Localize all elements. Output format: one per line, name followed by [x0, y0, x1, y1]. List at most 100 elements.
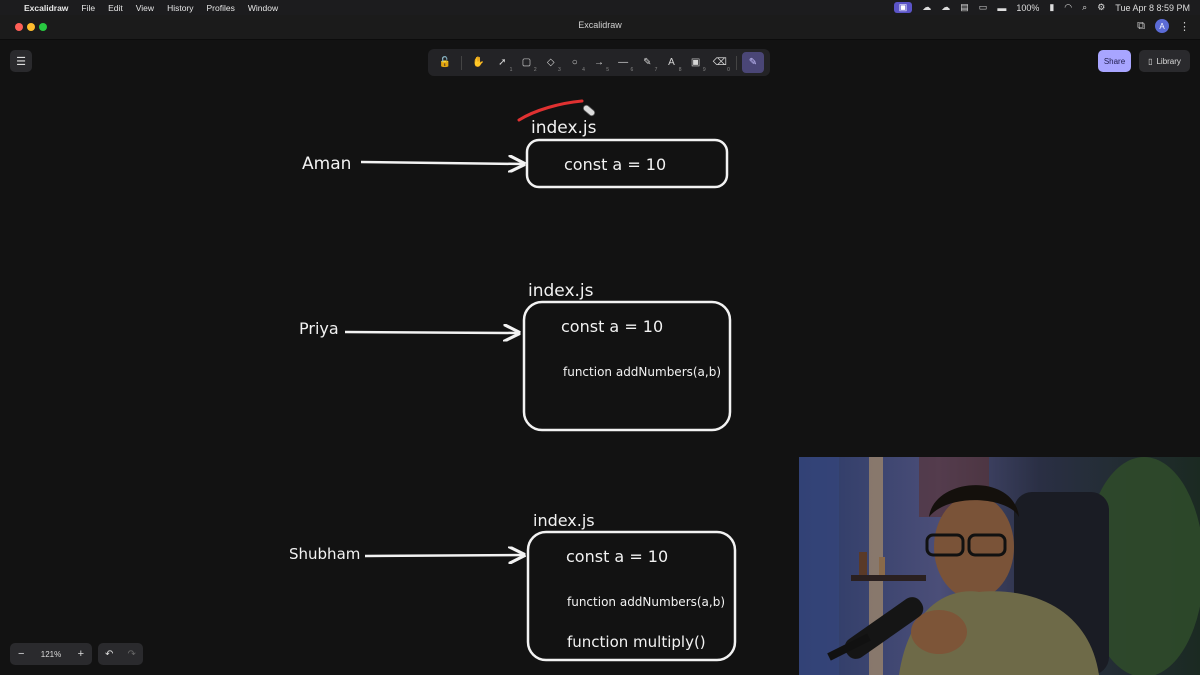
- image-icon: ▣: [690, 57, 701, 68]
- close-window-button[interactable]: [15, 23, 23, 31]
- tool-arrow[interactable]: →5: [588, 52, 610, 73]
- tool-line[interactable]: —6: [612, 52, 634, 73]
- history-controls: ↶ ↷: [98, 643, 143, 665]
- extensions-icon[interactable]: ⧉: [1137, 19, 1145, 32]
- code-line: function addNumbers(a,b): [563, 365, 721, 379]
- menu-file[interactable]: File: [81, 2, 96, 13]
- book-icon: ▯: [1148, 56, 1153, 66]
- sync-icon[interactable]: ☁: [922, 2, 932, 12]
- code-line: function addNumbers(a,b): [567, 595, 725, 609]
- code-box-aman: [525, 138, 729, 189]
- shortcut-label: 8: [678, 67, 682, 73]
- shortcut-label: 3: [557, 67, 561, 73]
- code-line: const a = 10: [566, 547, 668, 566]
- zoom-level[interactable]: 121%: [40, 649, 62, 659]
- ellipse-icon: ○: [571, 57, 578, 68]
- file-label-shubham: index.js: [533, 511, 595, 530]
- zoom-controls: − 121% +: [10, 643, 92, 665]
- tool-hand[interactable]: ✋: [467, 52, 489, 73]
- main-menu-button[interactable]: ☰: [10, 50, 32, 72]
- maximize-window-button[interactable]: [39, 23, 47, 31]
- presenter-video: [799, 457, 1200, 675]
- minimize-window-button[interactable]: [27, 23, 35, 31]
- toolbar-divider: [461, 55, 463, 70]
- battery-icon[interactable]: ▮: [1049, 2, 1055, 12]
- menu-view[interactable]: View: [135, 2, 155, 13]
- text-icon: A: [668, 57, 675, 68]
- shortcut-label: 9: [702, 67, 706, 73]
- laser-icon: ✎: [748, 57, 758, 68]
- lock-icon: 🔓: [438, 57, 452, 68]
- tool-pencil[interactable]: ✎7: [636, 52, 658, 73]
- menu-app-name[interactable]: Excalidraw: [24, 2, 69, 13]
- menu-window[interactable]: Window: [247, 2, 279, 13]
- redo-icon[interactable]: ↷: [127, 648, 136, 660]
- zoom-in-button[interactable]: +: [77, 648, 84, 660]
- cloud-icon[interactable]: ☁: [941, 2, 951, 12]
- selection-icon: ➚: [498, 57, 507, 68]
- undo-icon[interactable]: ↶: [105, 648, 114, 660]
- tool-ellipse[interactable]: ○4: [564, 52, 586, 73]
- rectangle-icon: ▢: [521, 57, 532, 68]
- file-label-priya: index.js: [528, 281, 594, 301]
- file-label-aman: index.js: [531, 118, 597, 138]
- shortcut-label: 1: [509, 67, 513, 73]
- tool-rectangle[interactable]: ▢2: [515, 52, 537, 73]
- code-box-priya: [522, 300, 732, 432]
- toolbar-divider: [735, 55, 737, 70]
- shortcut-label: 0: [727, 67, 730, 73]
- tool-eraser[interactable]: ⌫0: [709, 52, 731, 73]
- arrow-priya: [344, 332, 519, 333]
- shortcut-label: 2: [533, 67, 537, 73]
- eraser-icon: ⌫: [712, 57, 727, 68]
- zoom-out-button[interactable]: −: [18, 648, 25, 660]
- menu-profiles[interactable]: Profiles: [206, 2, 235, 13]
- code-line: const a = 10: [561, 317, 663, 336]
- window-title-bar: Excalidraw ⧉ A ⋮: [0, 15, 1200, 40]
- shortcut-label: 6: [630, 67, 634, 73]
- status-area: ▣ ☁ ☁ ▤ ▭ ▬ 100% ▮ ◠ ⌕ ⚙ Tue Apr 8 8:59 …: [893, 0, 1190, 15]
- laser-pointer-icon: [582, 104, 596, 117]
- menu-history[interactable]: History: [167, 2, 194, 13]
- shortcut-label: 4: [582, 67, 585, 73]
- code-line: function multiply(): [567, 633, 706, 651]
- screen-record-icon[interactable]: ▣: [893, 2, 913, 13]
- person-label-aman: Aman: [302, 154, 351, 174]
- arrow-icon: →: [593, 57, 604, 68]
- tool-lock[interactable]: 🔓: [434, 52, 456, 73]
- library-label: Library: [1156, 56, 1181, 66]
- red-pen-stroke: [517, 99, 584, 122]
- code-box-shubham: [526, 530, 737, 662]
- hand-icon: ✋: [471, 57, 485, 68]
- clipboard-icon[interactable]: ▤: [960, 2, 969, 12]
- person-label-priya: Priya: [299, 319, 339, 338]
- display-icon[interactable]: ▭: [978, 2, 988, 12]
- library-button[interactable]: ▯ Library: [1139, 50, 1190, 72]
- card-icon[interactable]: ▬: [997, 2, 1007, 13]
- shortcut-label: 5: [606, 67, 610, 73]
- person-label-shubham: Shubham: [289, 545, 360, 563]
- hamburger-icon: ☰: [16, 55, 26, 68]
- tool-diamond[interactable]: ◇3: [540, 52, 562, 73]
- code-line: const a = 10: [564, 155, 666, 174]
- tool-image[interactable]: ▣9: [685, 52, 707, 73]
- battery-percent[interactable]: 100%: [1016, 2, 1040, 13]
- share-button[interactable]: Share: [1098, 50, 1131, 72]
- shortcut-label: 7: [654, 67, 658, 73]
- clock[interactable]: Tue Apr 8 8:59 PM: [1115, 2, 1190, 13]
- tool-laser[interactable]: ✎: [741, 52, 764, 73]
- control-center-icon[interactable]: ⚙: [1097, 2, 1106, 12]
- tool-selection[interactable]: ➚1: [491, 52, 513, 73]
- macos-menu-bar: Excalidraw File Edit View History Profil…: [0, 0, 1200, 15]
- arrow-aman: [360, 162, 524, 164]
- window-title: Excalidraw: [578, 20, 622, 30]
- menu-edit[interactable]: Edit: [108, 2, 123, 13]
- search-icon[interactable]: ⌕: [1082, 2, 1088, 12]
- avatar[interactable]: A: [1155, 19, 1169, 33]
- wifi-icon[interactable]: ◠: [1064, 2, 1073, 12]
- more-options-icon[interactable]: ⋮: [1179, 20, 1190, 33]
- diamond-icon: ◇: [546, 57, 555, 68]
